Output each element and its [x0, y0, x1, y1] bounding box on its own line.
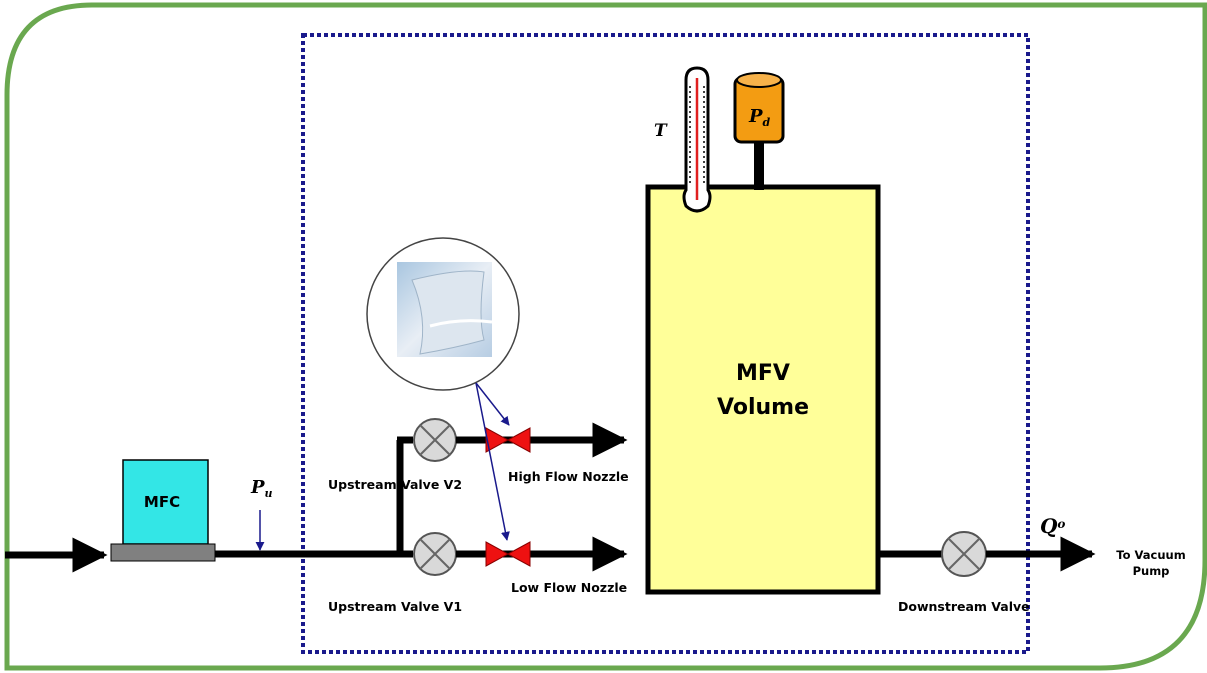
downstream-valve-icon [942, 532, 986, 576]
high-flow-nozzle-label: High Flow Nozzle [508, 469, 629, 484]
upstream-valve-v1-label: Upstream Valve V1 [328, 599, 462, 614]
mfv-label-line1: MFV [736, 361, 790, 386]
to-vacuum-label-line2: Pump [1133, 564, 1170, 578]
pd-connector [754, 140, 764, 190]
pu-label: Pu [250, 477, 273, 500]
mfc-label: MFC [144, 493, 180, 511]
mfc-base [111, 544, 215, 561]
to-vacuum-label-line1: To Vacuum [1116, 548, 1185, 562]
upstream-valve-v1-icon [414, 533, 456, 575]
low-flow-nozzle-label: Low Flow Nozzle [511, 580, 627, 595]
pointer-arrow-low [476, 383, 507, 540]
upstream-valve-v2-label: Upstream Valve V2 [328, 477, 462, 492]
thermometer-icon [684, 68, 710, 211]
mfv-volume-tank [648, 187, 878, 592]
pointer-arrow-high [476, 383, 509, 425]
low-flow-nozzle-icon [486, 542, 530, 566]
downstream-valve-label: Downstream Valve [898, 599, 1030, 614]
mfv-label-line2: Volume [717, 395, 809, 420]
t-label: T [654, 121, 668, 141]
upstream-valve-v2-icon [414, 419, 456, 461]
nozzle-magnifier [367, 238, 519, 390]
qo-label: Qo [1040, 514, 1065, 538]
high-flow-nozzle-icon [486, 428, 530, 452]
outer-frame [7, 5, 1205, 668]
